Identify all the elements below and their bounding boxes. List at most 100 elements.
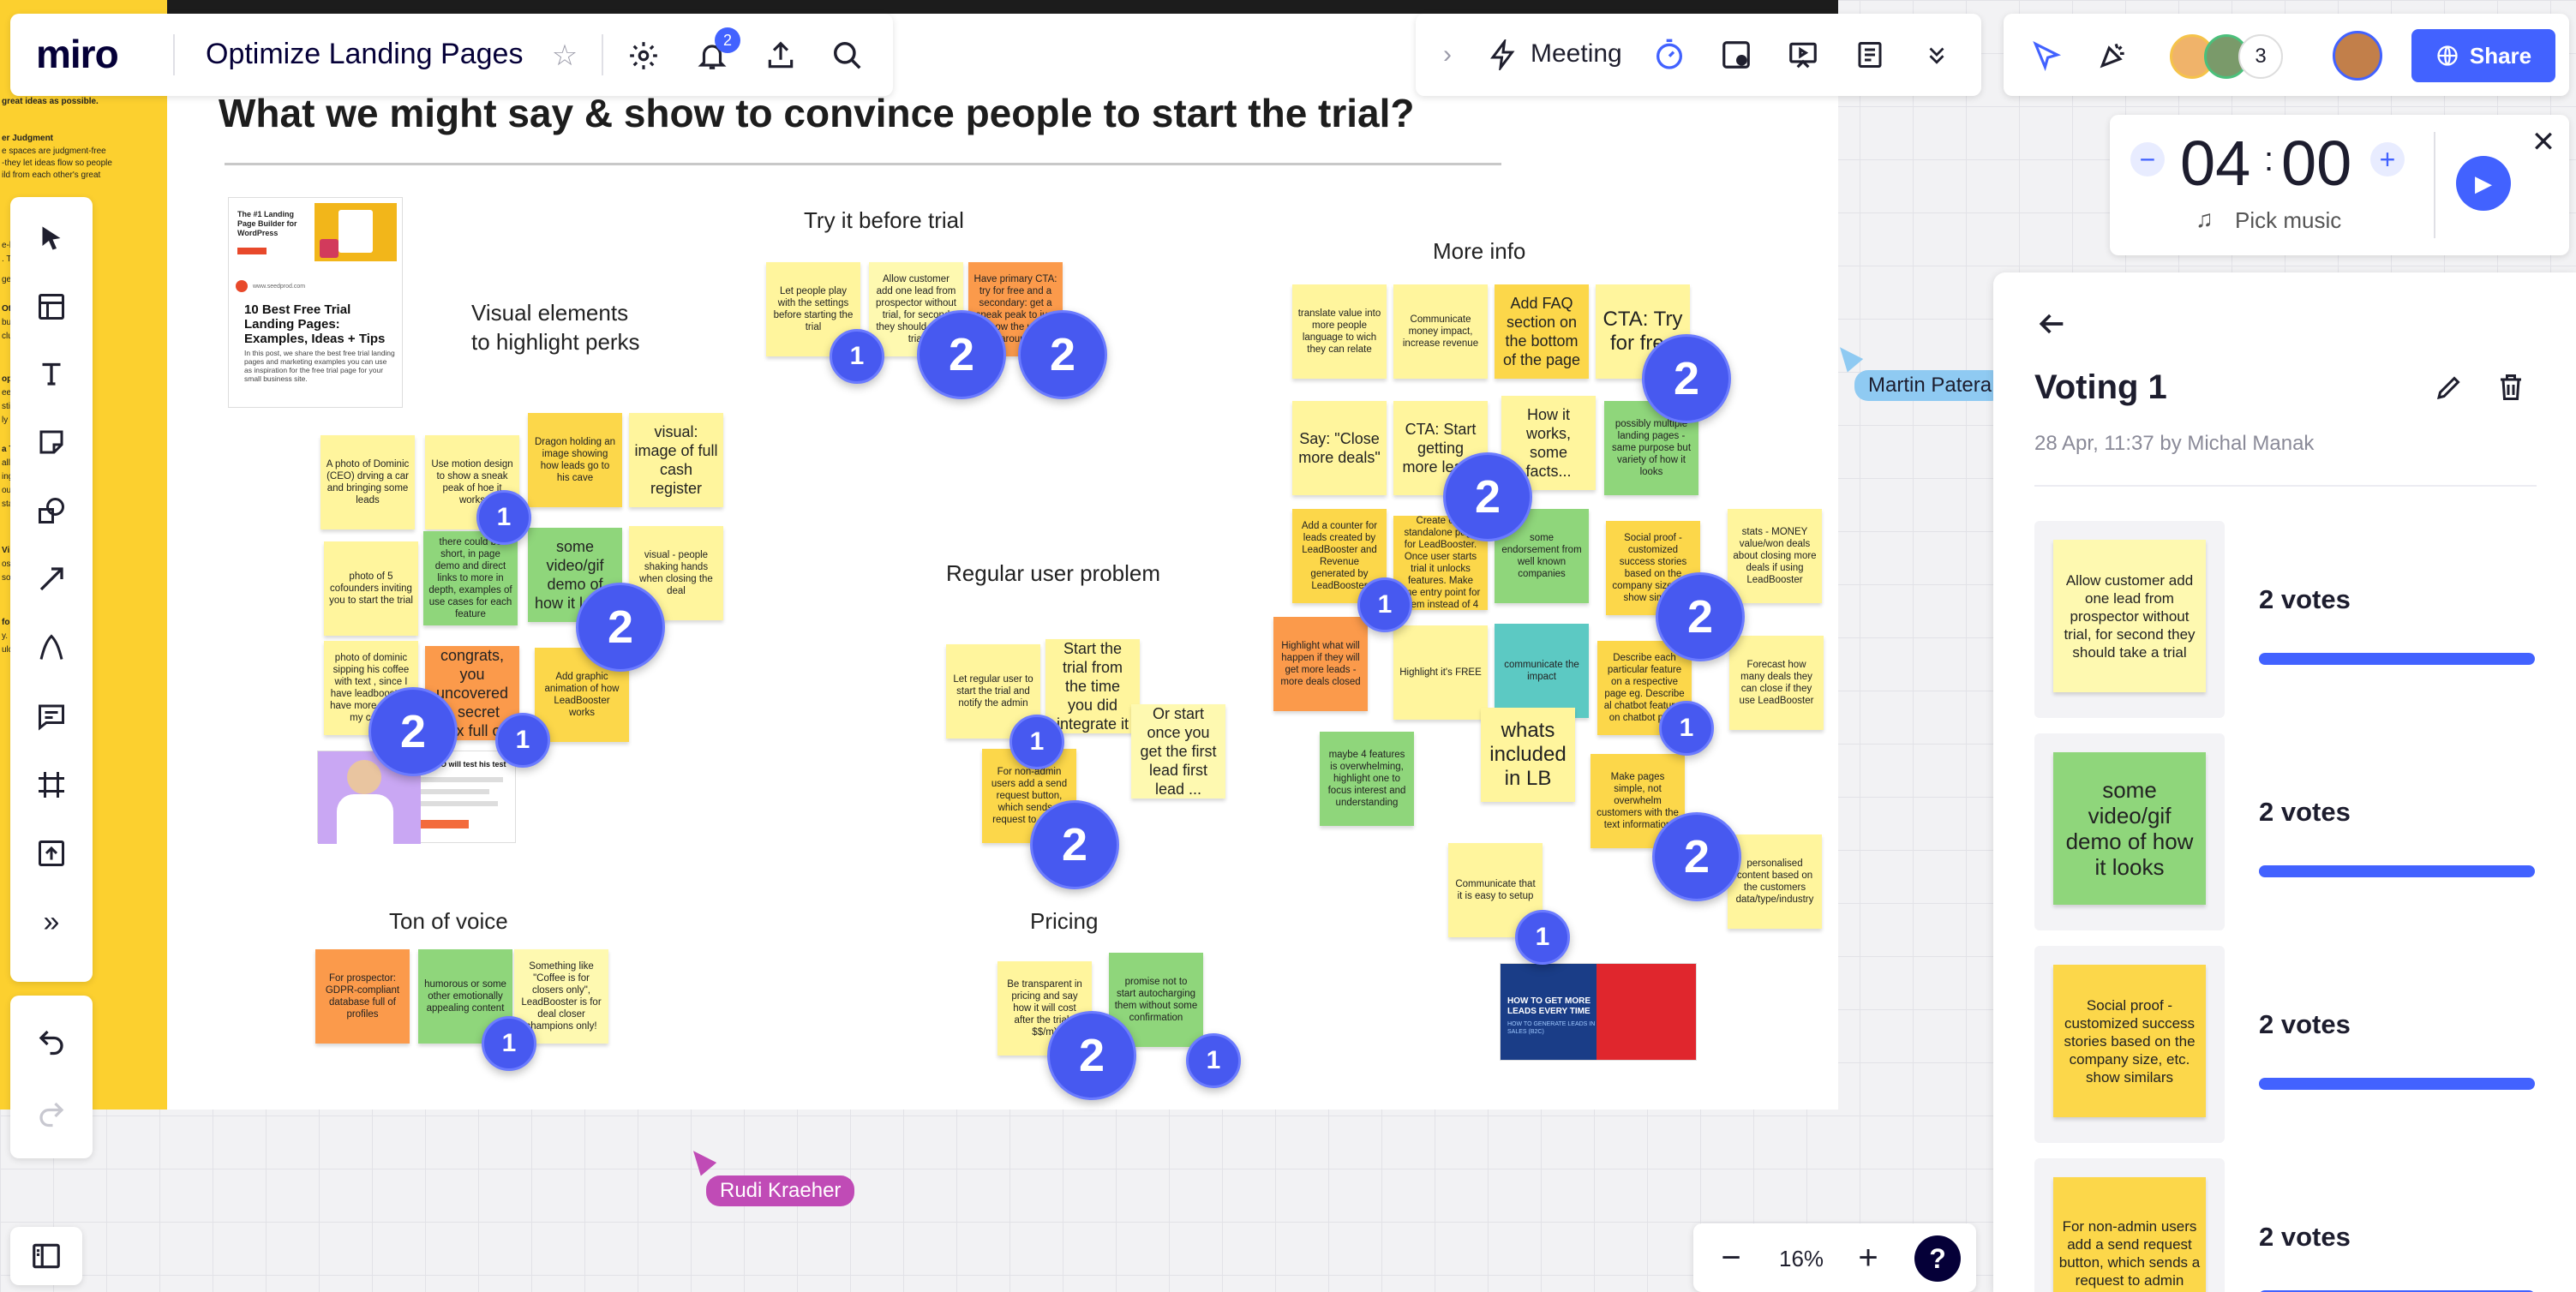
article-card[interactable]: The #1 Landing Page Builder for WordPres…	[228, 197, 403, 408]
timer-minus-button[interactable]: −	[2130, 142, 2165, 176]
sticky-note[interactable]: possibly multiple landing pages - same p…	[1604, 401, 1698, 495]
banner-line1: HOW TO GET MORE LEADS EVERY TIME	[1507, 996, 1591, 1016]
redo-icon[interactable]	[31, 1093, 72, 1134]
frame-tool-icon[interactable]	[31, 764, 72, 805]
sticky-note[interactable]: Highlight what will happen if they will …	[1273, 617, 1368, 711]
sticky-note[interactable]: CTA: Try for free	[1596, 284, 1690, 379]
sticky-note[interactable]: photo of 5 cofounders inviting you to st…	[324, 541, 418, 636]
zoom-controls: − 16% + ?	[1693, 1223, 1976, 1292]
sticky-note[interactable]: A photo of Dominic (CEO) drving a car an…	[321, 435, 415, 529]
seedprod-icon	[236, 280, 248, 292]
voting-title: Voting 1	[2034, 368, 2167, 406]
sticky-note[interactable]: Start the trial from the time you did in…	[1045, 639, 1140, 733]
upload-icon[interactable]	[759, 34, 802, 77]
select-cursor-icon[interactable]	[31, 218, 72, 259]
sticky-note[interactable]: some video/gif demo of how it looks	[528, 528, 622, 622]
sticky-note[interactable]: Say: "Close more deals"	[1292, 401, 1387, 495]
result-sticky: Allow customer add one lead from prospec…	[2053, 540, 2206, 692]
vote-result-item[interactable]: Social proof - customized success storie…	[2034, 946, 2549, 1143]
sticky-note[interactable]: there could be short, in page demo and d…	[423, 531, 518, 625]
sticky-note[interactable]: Allow customer add one lead from prospec…	[869, 262, 963, 356]
pen-icon[interactable]	[31, 627, 72, 668]
voting-divider	[2034, 485, 2537, 487]
sticky-note[interactable]: Dragon holding an image showing how lead…	[528, 413, 622, 507]
zoom-out-button[interactable]: −	[1721, 1238, 1741, 1277]
meeting-label[interactable]: Meeting	[1531, 39, 1622, 68]
timer-play-button[interactable]: ▶	[2456, 156, 2511, 211]
zoom-in-button[interactable]: +	[1858, 1238, 1878, 1277]
vote-result-item[interactable]: For non-admin users add a send request b…	[2034, 1158, 2549, 1292]
sticky-note-icon[interactable]	[31, 422, 72, 463]
notes-icon[interactable]	[1849, 34, 1890, 75]
sticky-note[interactable]: whats included in LB	[1481, 708, 1575, 802]
my-avatar[interactable]	[2333, 31, 2382, 81]
sticky-note[interactable]: Banner: congrats, you uncovered a secret…	[425, 646, 519, 740]
back-arrow-icon[interactable]	[2031, 303, 2072, 344]
bell-icon[interactable]	[691, 34, 734, 77]
sticky-note[interactable]: maybe 4 features is overwhelming, highli…	[1320, 732, 1414, 826]
edit-pencil-icon[interactable]	[2429, 367, 2470, 408]
sticky-note[interactable]: stats - MONEY value/won deals about clos…	[1728, 509, 1822, 603]
vote-count-badge: 1	[1186, 1033, 1241, 1088]
shapes-icon[interactable]	[31, 490, 72, 531]
sticky-note[interactable]: translate value into more people languag…	[1292, 284, 1387, 379]
celebrate-icon[interactable]	[2093, 34, 2134, 75]
chevrons-down-icon[interactable]	[1916, 34, 1957, 75]
more-users-count[interactable]: 3	[2238, 34, 2283, 79]
sticky-note[interactable]: Communicate money impact, increase reven…	[1393, 284, 1488, 379]
vote-count-badge: 1	[830, 329, 884, 384]
more-tools-icon[interactable]: »	[43, 905, 60, 938]
search-icon[interactable]	[826, 34, 869, 77]
star-icon[interactable]: ☆	[551, 39, 578, 72]
panel-toggle[interactable]	[10, 1227, 82, 1285]
timer-divider	[2434, 132, 2435, 238]
undo-icon[interactable]	[31, 1021, 72, 1062]
sticky-note[interactable]: For prospector: GDPR-compliant database …	[315, 949, 410, 1044]
sticky-note[interactable]: Or start once you get the first lead fir…	[1131, 704, 1225, 799]
zoom-level[interactable]: 16%	[1779, 1246, 1824, 1271]
gear-icon[interactable]	[622, 34, 665, 77]
sticky-note[interactable]: visual: image of full cash register	[629, 413, 723, 507]
trash-icon[interactable]	[2490, 367, 2531, 408]
vote-count-badge: 1	[476, 490, 531, 545]
sticky-note[interactable]: Add FAQ section on the bottom of the pag…	[1495, 284, 1589, 379]
timer-minutes[interactable]: 04	[2180, 128, 2251, 199]
sticky-note[interactable]: Forecast how many deals they can close i…	[1729, 636, 1824, 730]
upload-file-icon[interactable]	[31, 833, 72, 874]
vote-count-badge: 1	[1009, 715, 1064, 769]
sticky-note[interactable]: Add graphic animation of how LeadBooster…	[535, 648, 629, 742]
board-title[interactable]: Optimize Landing Pages	[206, 38, 524, 70]
timer-seconds[interactable]: 00	[2281, 128, 2352, 199]
result-sticky: For non-admin users add a send request b…	[2053, 1177, 2206, 1292]
comment-icon[interactable]	[31, 696, 72, 737]
sticky-note[interactable]: personalised content based on the custom…	[1728, 834, 1822, 929]
collaboration-toolbar: 3 Share	[2004, 14, 2569, 96]
notification-badge: 2	[715, 27, 740, 53]
timer-icon[interactable]	[1649, 34, 1690, 75]
vote-result-item[interactable]: Allow customer add one lead from prospec…	[2034, 521, 2549, 718]
ceo-caption: Our CEO will test his test	[414, 760, 506, 769]
sticky-note[interactable]: some endorsement from well known compani…	[1495, 509, 1589, 603]
instruction-text: er Judgment	[2, 134, 54, 143]
sticky-note[interactable]: Describe each particular feature on a re…	[1597, 641, 1692, 735]
help-button[interactable]: ?	[1914, 1235, 1961, 1282]
leads-banner-image[interactable]: HOW TO GET MORE LEADS EVERY TIME HOW TO …	[1500, 963, 1697, 1061]
sticky-note[interactable]: Highlight it's FREE	[1393, 625, 1488, 720]
miro-logo[interactable]: miro	[36, 32, 119, 76]
sticky-note[interactable]: Communicate that it is easy to setup	[1448, 843, 1543, 937]
voting-icon[interactable]	[1716, 34, 1757, 75]
templates-icon[interactable]	[31, 286, 72, 327]
connection-line-icon[interactable]	[31, 559, 72, 600]
pick-music-label[interactable]: Pick music	[2235, 207, 2342, 233]
presentation-icon[interactable]	[1782, 34, 1824, 75]
sticky-note[interactable]: communicate the impact	[1495, 624, 1589, 718]
lightning-icon[interactable]	[1484, 36, 1522, 74]
cursor-filter-icon[interactable]	[2026, 34, 2067, 75]
timer-plus-button[interactable]: +	[2370, 142, 2405, 176]
vote-count-badge: 2	[917, 310, 1006, 399]
share-button[interactable]: Share	[2411, 29, 2555, 82]
timer-close-icon[interactable]: ✕	[2531, 126, 2556, 159]
chevron-right-icon[interactable]: ›	[1443, 40, 1452, 69]
text-tool-icon[interactable]	[31, 353, 72, 394]
